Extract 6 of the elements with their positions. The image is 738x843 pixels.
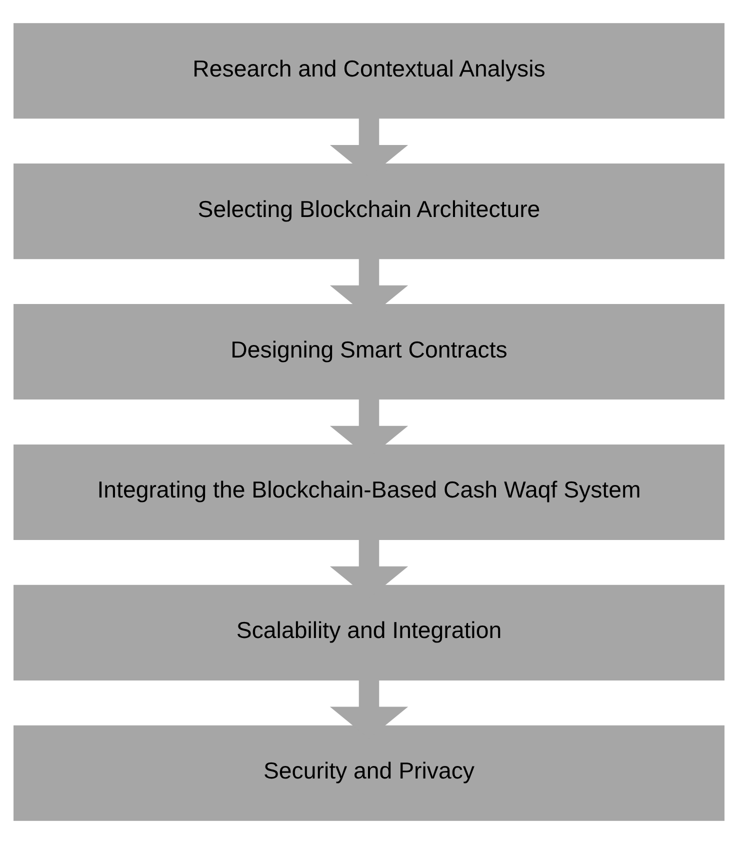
node-box: Integrating the Blockchain-Based Cash Waqf System (14, 444, 724, 540)
node-box: Selecting Blockchain Architecture (14, 163, 724, 259)
node-box: Research and Contextual Analysis (14, 22, 724, 118)
node-box: Scalability and Integration (14, 584, 724, 680)
node-box: Designing Smart Contracts (14, 303, 724, 400)
node-box: Security and Privacy (14, 724, 724, 820)
